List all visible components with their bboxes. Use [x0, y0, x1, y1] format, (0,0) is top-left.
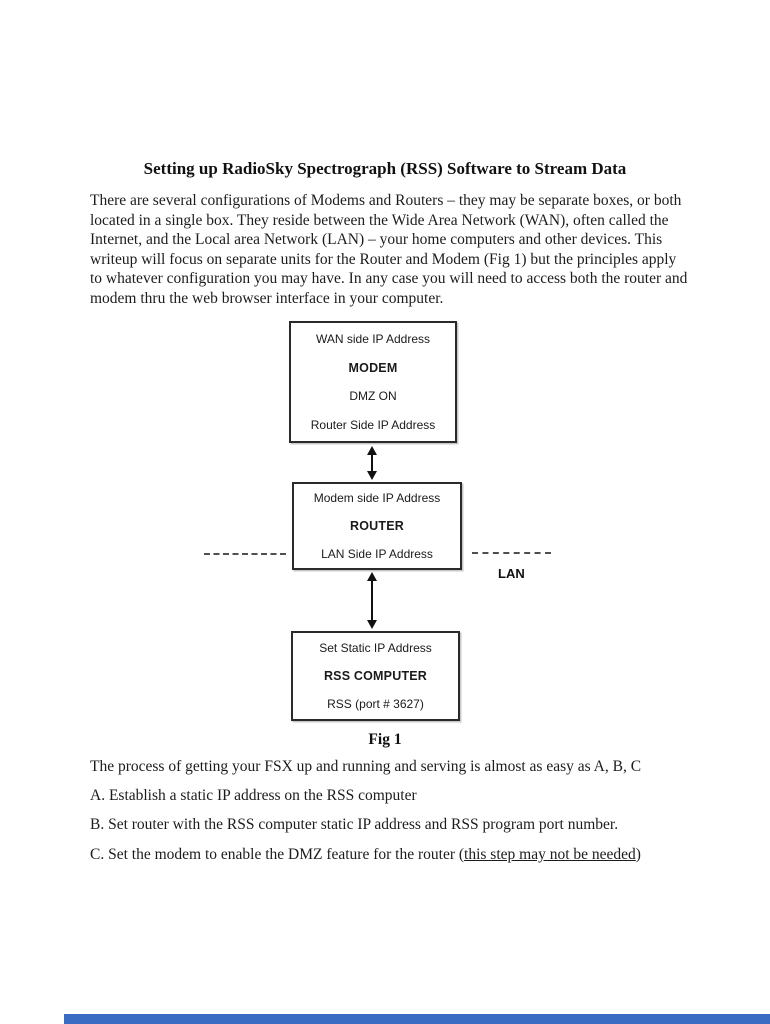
rss-computer-box: Set Static IP Address RSS COMPUTER RSS (… — [291, 631, 460, 721]
router-title: ROUTER — [350, 519, 404, 533]
steps-intro-line: The process of getting your FSX up and r… — [90, 758, 642, 775]
rss-static-ip-label: Set Static IP Address — [319, 641, 432, 655]
modem-router-arrow — [367, 446, 377, 480]
step-b-line: B. Set router with the RSS computer stat… — [90, 816, 619, 833]
step-c-prefix: C. Set the modem to enable the DMZ featu… — [90, 846, 465, 863]
modem-wan-side-label: WAN side IP Address — [315, 332, 431, 346]
intro-paragraph: There are several configurations of Mode… — [90, 192, 688, 307]
modem-title: MODEM — [348, 360, 398, 375]
step-c-underlined-note: this step may not be needed — [464, 846, 636, 863]
arrow-down-icon — [367, 620, 377, 629]
step-a-line: A. Establish a static IP address on the … — [90, 787, 417, 804]
modem-box: WAN side IP Address MODEM DMZ ON Router … — [289, 321, 457, 443]
router-box: Modem side IP Address ROUTER LAN Side IP… — [292, 482, 462, 570]
router-lan-side-label: LAN Side IP Address — [321, 547, 433, 561]
rss-computer-title: RSS COMPUTER — [323, 669, 428, 683]
figure-caption: Fig 1 — [368, 731, 402, 748]
router-rss-arrow — [367, 572, 377, 629]
footer-bar — [64, 1014, 770, 1024]
modem-dmz-label: DMZ ON — [349, 389, 397, 404]
step-c-line: C. Set the modem to enable the DMZ featu… — [90, 846, 641, 864]
router-modem-side-label: Modem side IP Address — [313, 491, 441, 505]
lan-label: LAN — [498, 566, 525, 581]
lan-dashed-line-right — [472, 552, 551, 554]
arrow-down-icon — [367, 471, 377, 480]
arrow-up-icon — [367, 446, 377, 455]
arrow-stem — [371, 581, 373, 620]
page-title: Setting up RadioSky Spectrograph (RSS) S… — [143, 159, 627, 178]
rss-port-label: RSS (port # 3627) — [327, 697, 424, 711]
modem-router-side-label: Router Side IP Address — [310, 417, 436, 432]
step-c-suffix: ) — [635, 846, 641, 863]
arrow-up-icon — [367, 572, 377, 581]
lan-dashed-line-left — [204, 553, 286, 555]
arrow-stem — [371, 455, 373, 471]
